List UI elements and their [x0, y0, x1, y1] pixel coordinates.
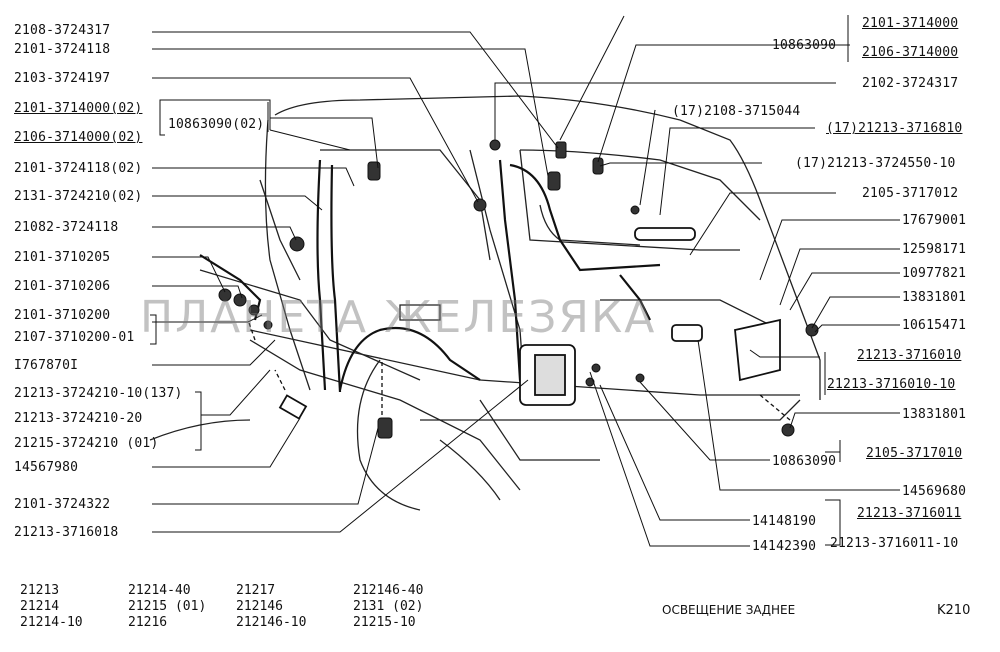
label-right-13: 10615471 [902, 318, 967, 333]
label-right-19: 14569680 [902, 484, 967, 499]
footer-model: 21215 (01) [128, 599, 207, 614]
footer-model: 212146 [236, 599, 283, 614]
leader-lines [152, 15, 900, 547]
label-right-5: (17)2108-3715044 [672, 104, 801, 119]
label-mid: 10863090(02) [168, 117, 265, 132]
footer-model: 21217 [236, 583, 276, 598]
footer-title: ОСВЕЩЕНИЕ ЗАДНЕЕ [662, 603, 796, 617]
label-left-6: 2101-3724118(02) [14, 161, 143, 176]
label-left-2: 2101-3724118 [14, 42, 111, 57]
label-left-7: 2131-3724210(02) [14, 189, 143, 204]
label-left-9: 2101-3710205 [14, 250, 111, 265]
label-left-3: 2103-3724197 [14, 71, 111, 86]
label-right-3: 10863090 [772, 38, 837, 53]
label-left-12: 2107-3710200-01 [14, 330, 135, 345]
label-right-20: 14148190 [752, 514, 817, 529]
label-right-18: 2105-3717010 [866, 446, 963, 461]
label-right-23: 21213-3716011-10 [830, 536, 959, 551]
watermark: ПЛАНЕТА ЖЕЛЕЗЯКА [140, 292, 657, 343]
footer-model: 21214-40 [128, 583, 191, 598]
label-right-22: 14142390 [752, 539, 817, 554]
label-left-8: 21082-3724118 [14, 220, 119, 235]
label-right-11: 10977821 [902, 266, 967, 281]
label-brackets [150, 15, 849, 451]
label-right-2: 2106-3714000 [862, 45, 959, 60]
footer-code: K210 [937, 603, 971, 618]
label-right-12: 13831801 [902, 290, 967, 305]
label-left-13: I767870I [14, 358, 79, 373]
footer-model: 21216 [128, 615, 168, 630]
footer-model: 21215-10 [353, 615, 416, 630]
footer-model: 21213 [20, 583, 60, 598]
label-left-10: 2101-3710206 [14, 279, 111, 294]
label-right-9: 17679001 [902, 213, 967, 228]
label-left-4: 2101-3714000(02) [14, 101, 143, 116]
label-right-14: 21213-3716010 [857, 348, 962, 363]
footer-model: 212146-40 [353, 583, 424, 598]
label-right-6: (17)21213-3716810 [826, 121, 963, 136]
label-right-15: 21213-3716010-10 [827, 377, 956, 392]
label-left-19: 21213-3716018 [14, 525, 119, 540]
footer-model: 21214-10 [20, 615, 83, 630]
wiring-harness [199, 159, 661, 406]
label-right-7: (17)21213-3724550-10 [795, 156, 956, 171]
label-right-8: 2105-3717012 [862, 186, 959, 201]
label-left-14: 21213-3724210-10(137) [14, 386, 183, 401]
label-right-17: 10863090 [772, 454, 837, 469]
label-right-16: 13831801 [902, 407, 967, 422]
assembly-arrows [247, 319, 791, 421]
label-left-17: 14567980 [14, 460, 79, 475]
label-left-1: 2108-3724317 [14, 23, 111, 38]
footer-model: 212146-10 [236, 615, 307, 630]
label-left-16: 21215-3724210 (01) [14, 436, 159, 451]
label-right-4: 2102-3724317 [862, 76, 959, 91]
label-right-10: 12598171 [902, 242, 967, 257]
label-right-21: 21213-3716011 [857, 506, 962, 521]
label-left-15: 21213-3724210-20 [14, 411, 143, 426]
label-left-18: 2101-3724322 [14, 497, 111, 512]
rear-lamps [278, 227, 781, 420]
footer-model: 2131 (02) [353, 599, 424, 614]
label-left-11: 2101-3710200 [14, 308, 111, 323]
label-right-1: 2101-3714000 [862, 16, 959, 31]
footer-model: 21214 [20, 599, 60, 614]
label-left-5: 2106-3714000(02) [14, 130, 143, 145]
components [218, 139, 819, 439]
vehicle-body [149, 95, 821, 511]
